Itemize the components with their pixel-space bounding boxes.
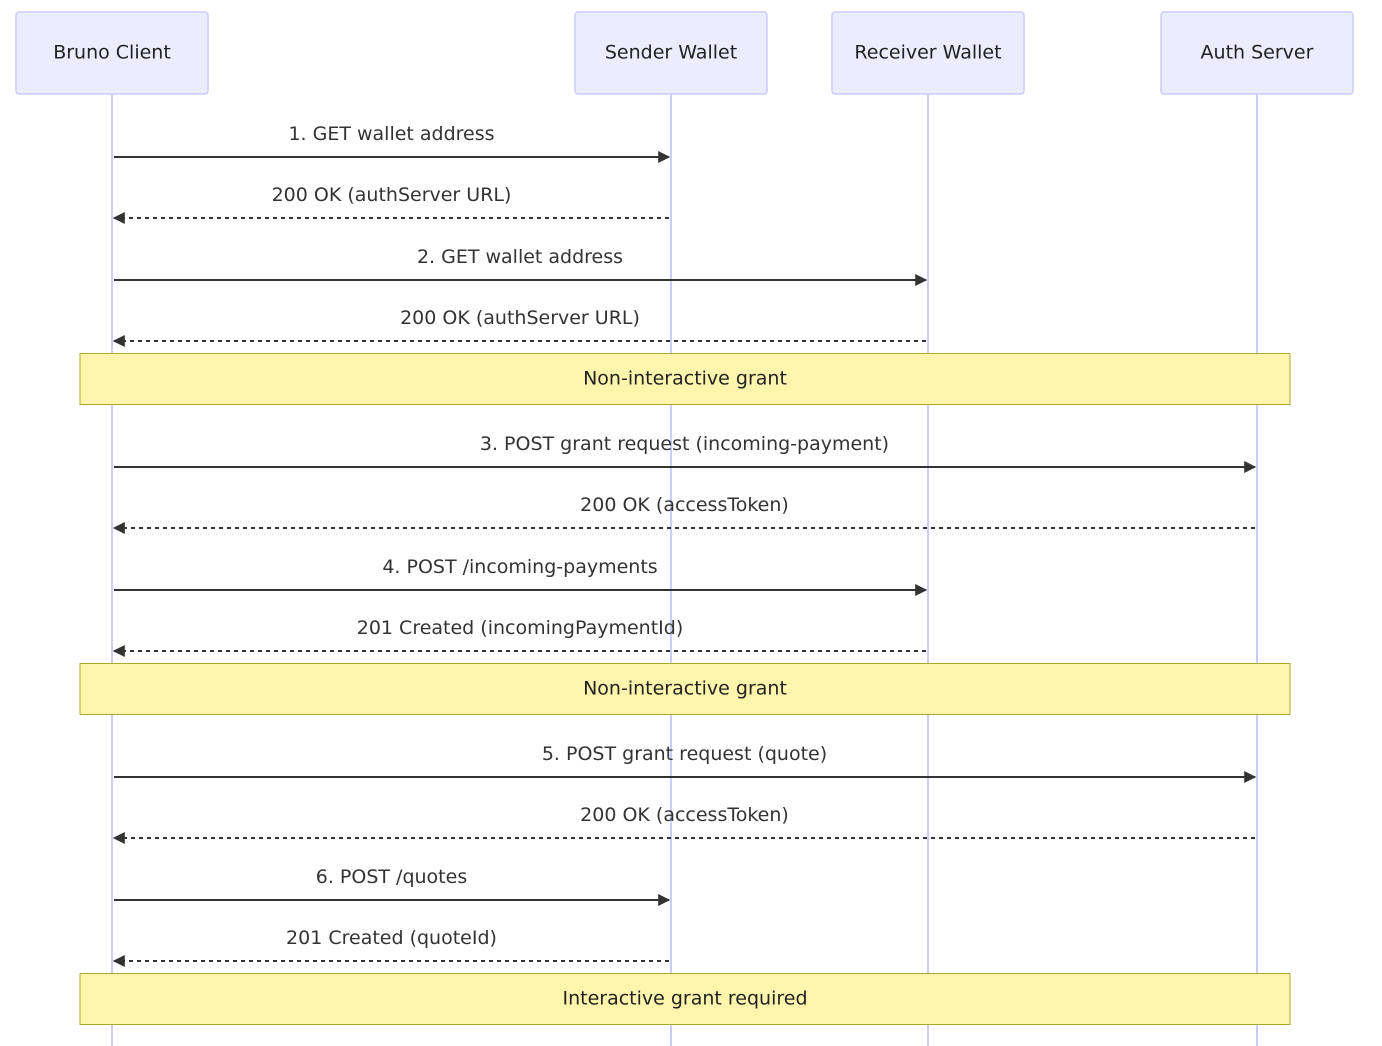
- response-message: 201 Created (quoteId): [112, 927, 669, 967]
- actor-auth: Auth Server: [1160, 11, 1354, 95]
- message-label: 1. GET wallet address: [288, 123, 494, 145]
- actor-label: Sender Wallet: [605, 42, 737, 64]
- response-message: 200 OK (authServer URL): [112, 307, 926, 347]
- message-label: 3. POST grant request (incoming-payment): [480, 433, 889, 455]
- message-label: 200 OK (accessToken): [580, 494, 789, 516]
- actor-client: Bruno Client: [15, 11, 209, 95]
- message-label: 2. GET wallet address: [417, 246, 623, 268]
- note-label: Non-interactive grant: [583, 368, 787, 390]
- actor-label: Auth Server: [1201, 42, 1314, 64]
- actors: Bruno Client Sender Wallet Receiver Wallet…: [15, 11, 1354, 95]
- request-message: 2. GET wallet address: [114, 246, 928, 286]
- message-label: 4. POST /incoming-payments: [382, 556, 657, 578]
- response-message: 200 OK (authServer URL): [112, 184, 669, 224]
- actor-sender: Sender Wallet: [574, 11, 768, 95]
- request-message: 6. POST /quotes: [114, 866, 671, 906]
- note-box: [79, 973, 1291, 1025]
- request-message: 1. GET wallet address: [114, 123, 671, 163]
- response-message: 200 OK (accessToken): [112, 494, 1255, 534]
- actor-label: Receiver Wallet: [854, 42, 1001, 64]
- actor-box: [574, 11, 768, 95]
- actor-box: [15, 11, 209, 95]
- steps: 1. GET wallet address 200 OK (authServer …: [79, 123, 1291, 1025]
- lifelines: [111, 94, 1258, 1046]
- actor-box: [1160, 11, 1354, 95]
- message-label: 200 OK (authServer URL): [400, 307, 640, 329]
- message-label: 201 Created (incomingPaymentId): [357, 617, 684, 639]
- note-label: Interactive grant required: [562, 988, 807, 1010]
- message-label: 5. POST grant request (quote): [542, 743, 827, 765]
- request-message: 3. POST grant request (incoming-payment): [114, 433, 1257, 473]
- note: Non-interactive grant: [79, 663, 1291, 715]
- message-label: 6. POST /quotes: [316, 866, 467, 888]
- message-label: 201 Created (quoteId): [286, 927, 497, 949]
- message-label: 200 OK (authServer URL): [272, 184, 512, 206]
- request-message: 5. POST grant request (quote): [114, 743, 1257, 783]
- message-label: 200 OK (accessToken): [580, 804, 789, 826]
- request-message: 4. POST /incoming-payments: [114, 556, 928, 596]
- note-box: [79, 353, 1291, 405]
- response-message: 201 Created (incomingPaymentId): [112, 617, 926, 657]
- note-box: [79, 663, 1291, 715]
- note-label: Non-interactive grant: [583, 678, 787, 700]
- response-message: 200 OK (accessToken): [112, 804, 1255, 844]
- actor-label: Bruno Client: [53, 42, 171, 64]
- note: Non-interactive grant: [79, 353, 1291, 405]
- actor-receiver: Receiver Wallet: [831, 11, 1025, 95]
- actor-box: [831, 11, 1025, 95]
- note: Interactive grant required: [79, 973, 1291, 1025]
